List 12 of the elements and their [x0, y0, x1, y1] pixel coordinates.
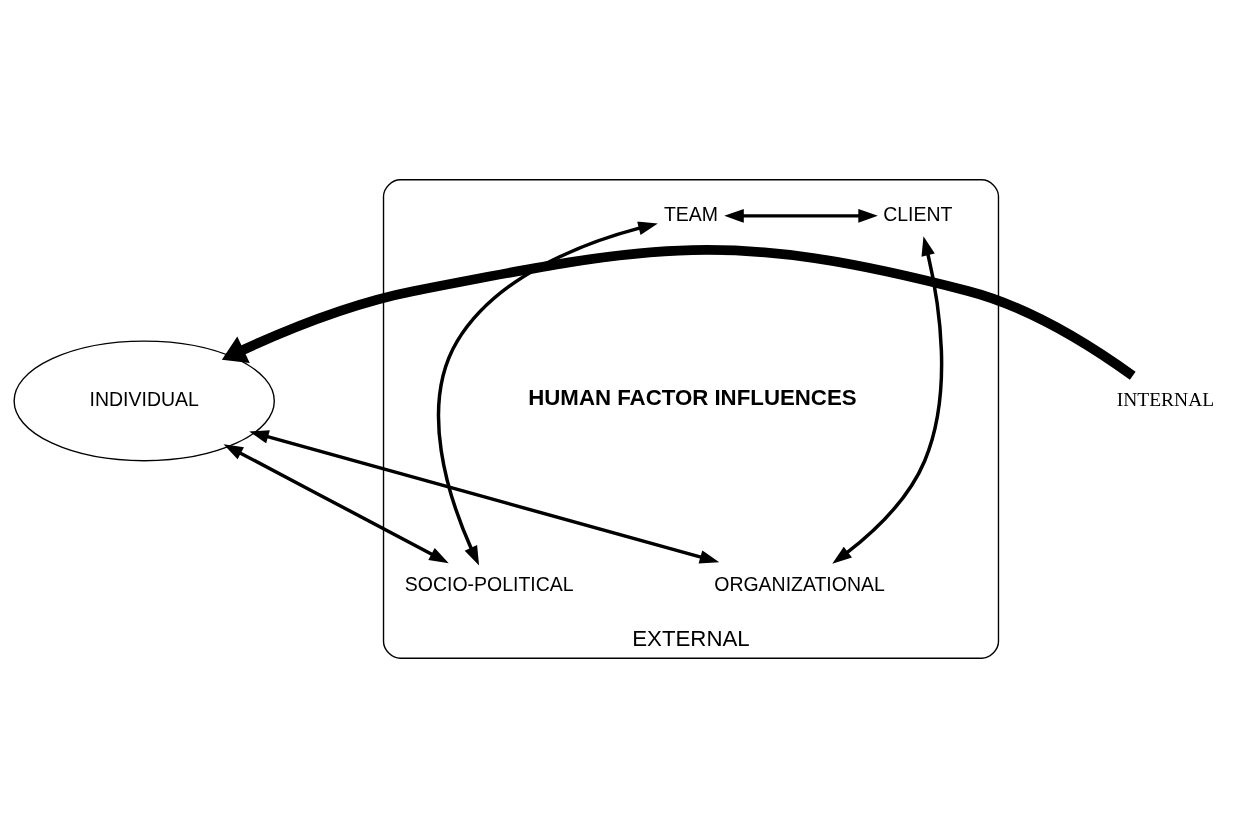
node-text: ORGANIZATIONAL: [714, 573, 885, 596]
arrow: [221, 245, 1136, 380]
arrow: [249, 430, 720, 564]
node-text: TEAM: [663, 203, 719, 226]
node-text: SOCIO-POLITICAL: [404, 573, 574, 596]
arrow: [223, 444, 449, 564]
arrow: [832, 236, 944, 564]
node-text: INTERNAL: [1116, 389, 1215, 411]
arrow: [436, 221, 658, 566]
arrow: [724, 209, 878, 223]
node-text: CLIENT: [883, 203, 953, 226]
label: HUMAN FACTOR INFLUENCES: [528, 384, 857, 410]
